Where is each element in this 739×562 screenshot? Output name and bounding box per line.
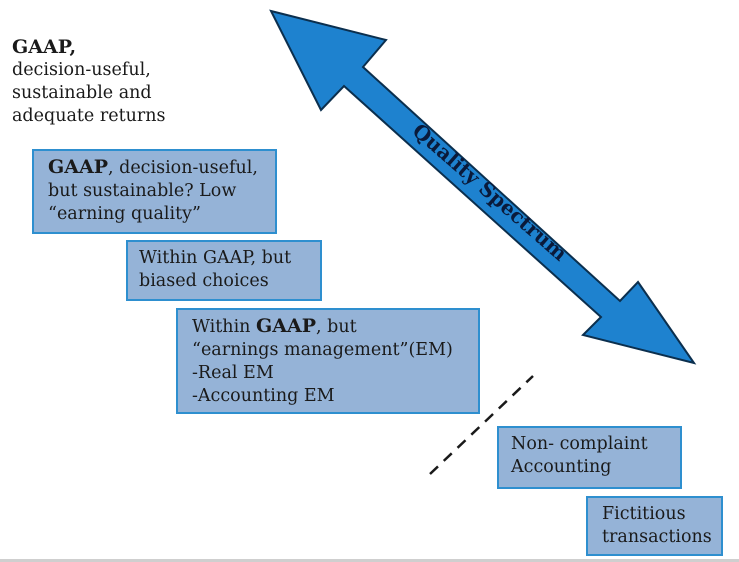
box1-line1-rest: , decision-useful, (108, 158, 258, 178)
box-earnings-management: Within GAAP, but “earnings management”(E… (176, 308, 480, 414)
box3-line-2: “earnings management”(EM) (192, 340, 453, 360)
box1-bold: GAAP (48, 156, 108, 178)
box4-line-2: Accounting (511, 457, 612, 477)
top-line-2: sustainable and (12, 83, 152, 103)
box-biased-choices: Within GAAP, but biased choices (126, 240, 322, 301)
box3-line1-rest: , but (316, 317, 357, 337)
box1-line-1: GAAP, decision-useful, (48, 156, 265, 180)
double-arrow-icon (269, 9, 697, 365)
box-fictitious-transactions: Fictitious transactions (586, 496, 723, 556)
box3-line-1: Within GAAP, but (192, 315, 468, 339)
top-quality-description: GAAP, decision-useful, sustainable and a… (12, 36, 212, 128)
box3-prefix: Within (192, 317, 257, 337)
dashed-divider-line (429, 375, 534, 475)
box3-bold: GAAP (256, 315, 317, 337)
box5-line-2: transactions (602, 527, 712, 547)
box2-line-1: Within GAAP, but (139, 248, 292, 268)
box1-line-2: but sustainable? Low (48, 181, 237, 201)
top-bold-label: GAAP, (12, 36, 77, 58)
box2-line-2: biased choices (139, 271, 269, 291)
box4-line-1: Non- complaint (511, 434, 648, 454)
box5-line-1: Fictitious (602, 504, 686, 524)
box-non-compliant-accounting: Non- complaint Accounting (497, 426, 682, 489)
top-line-3: adequate returns (12, 106, 166, 126)
box3-line-4: -Accounting EM (192, 386, 335, 406)
box3-line-3: -Real EM (192, 363, 274, 383)
box1-line-3: “earning quality” (48, 204, 201, 224)
box-low-earning-quality: GAAP, decision-useful, but sustainable? … (32, 149, 277, 234)
top-line-1: decision-useful, (12, 60, 151, 80)
bottom-border (0, 559, 739, 562)
